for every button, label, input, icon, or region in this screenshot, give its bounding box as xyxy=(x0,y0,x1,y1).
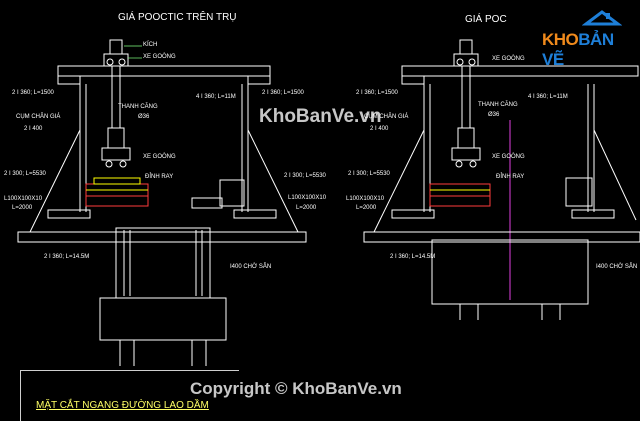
drawing-title: MẶT CẮT NGANG ĐƯỜNG LAO DẦM xyxy=(36,400,209,411)
label-thanh-cang-size: Ø36 xyxy=(138,114,150,120)
left-columns xyxy=(79,84,249,212)
left-pier xyxy=(99,227,227,366)
label-beam-left: 2 I 360; L=1500 xyxy=(12,90,55,96)
right-base-beam xyxy=(363,209,640,243)
right-hoist xyxy=(453,39,479,128)
label-cum-size: 2 I 400 xyxy=(24,126,43,132)
right-braces xyxy=(373,129,637,233)
left-girder-section xyxy=(85,177,245,209)
logo-text-kho: KHO xyxy=(542,30,579,49)
label-angle-right-2: L=2000 xyxy=(296,205,317,211)
right-label-brace-left: 2 I 300; L=5530 xyxy=(348,171,391,177)
right-view-title: GIÁ POC xyxy=(465,12,507,25)
label-cum-chan-gia: CỤM CHÂN GIÁ xyxy=(16,113,60,120)
logo-text: KHOBẢN VẼ xyxy=(542,30,634,70)
label-top-beam: 4 I 360; L=11M xyxy=(196,94,236,100)
label-brace-right: 2 I 300; L=5530 xyxy=(284,173,327,179)
label-angle-left-1: L100X100X10 xyxy=(4,196,43,202)
left-lower-hoist xyxy=(101,127,131,168)
label-i400: I400 CHỜ SẴN xyxy=(230,263,271,270)
label-thanh-cang: THANH CĂNG xyxy=(118,103,158,110)
right-label-xe-goong-top: XE GOÒNG xyxy=(492,55,525,62)
right-label-beam-left: 2 I 360; L=1500 xyxy=(356,90,399,96)
right-label-top-beam: 4 I 360; L=11M xyxy=(528,94,568,100)
label-base-beam: 2 I 360; L=14.5M xyxy=(44,254,89,260)
label-kich: KÍCH xyxy=(143,41,157,48)
right-pier xyxy=(431,239,589,320)
label-dinh-ray: ĐỈNH RAY xyxy=(145,173,173,180)
label-xe-goong-mid: XE GOÒNG xyxy=(143,153,176,160)
label-beam-right: 2 I 360; L=1500 xyxy=(262,90,305,96)
right-label-thanh-cang-size: Ø36 xyxy=(488,112,500,118)
label-brace-left: 2 I 300; L=5530 xyxy=(4,171,47,177)
left-base-beam xyxy=(17,209,307,243)
khobanve-logo[interactable]: KHOBẢN VẼ xyxy=(542,10,634,69)
watermark-mid: KhoBanVe.vn xyxy=(259,106,382,127)
title-frame xyxy=(20,370,239,421)
right-label-angle-left-1: L100X100X10 xyxy=(346,196,385,202)
right-label-dinh-ray: ĐỈNH RAY xyxy=(496,173,524,180)
house-icon xyxy=(582,10,622,26)
right-label-cum-chan-gia: CỤM CHÂN GIÁ xyxy=(364,113,408,120)
right-lower-hoist xyxy=(451,127,481,168)
label-angle-left-2: L=2000 xyxy=(12,205,33,211)
watermark-bottom: Copyright © KhoBanVe.vn xyxy=(190,379,402,398)
right-label-i400: I400 CHỜ SẴN xyxy=(596,263,637,270)
left-view-title: GIÁ POOCTIC TRÊN TRỤ xyxy=(118,10,237,23)
label-angle-right-1: L100X100X10 xyxy=(288,195,327,201)
left-view: GIÁ POOCTIC TRÊN TRỤ KÍCH XE GOÒNG 2 I 3… xyxy=(4,10,327,366)
right-top-beam xyxy=(401,65,639,85)
right-label-angle-left-2: L=2000 xyxy=(356,205,377,211)
left-hoist xyxy=(103,39,129,128)
right-label-base-beam: 2 I 360; L=14.5M xyxy=(390,254,435,260)
right-label-cum-size: 2 I 400 xyxy=(370,126,389,132)
left-top-beam xyxy=(57,65,271,85)
right-girder-section xyxy=(429,177,593,207)
cad-drawing-canvas[interactable]: GIÁ POOCTIC TRÊN TRỤ KÍCH XE GOÒNG 2 I 3… xyxy=(0,0,640,411)
left-braces xyxy=(29,129,299,233)
right-view: GIÁ POC XE GOÒNG 2 I 360; L=1500 4 I 360… xyxy=(346,12,640,320)
label-xe-goong-top: XE GOÒNG xyxy=(143,53,176,60)
right-label-thanh-cang: THANH CĂNG xyxy=(478,101,518,108)
logo-text-banve: BẢN VẼ xyxy=(542,30,614,69)
right-label-xe-goong-mid: XE GOÒNG xyxy=(492,153,525,160)
